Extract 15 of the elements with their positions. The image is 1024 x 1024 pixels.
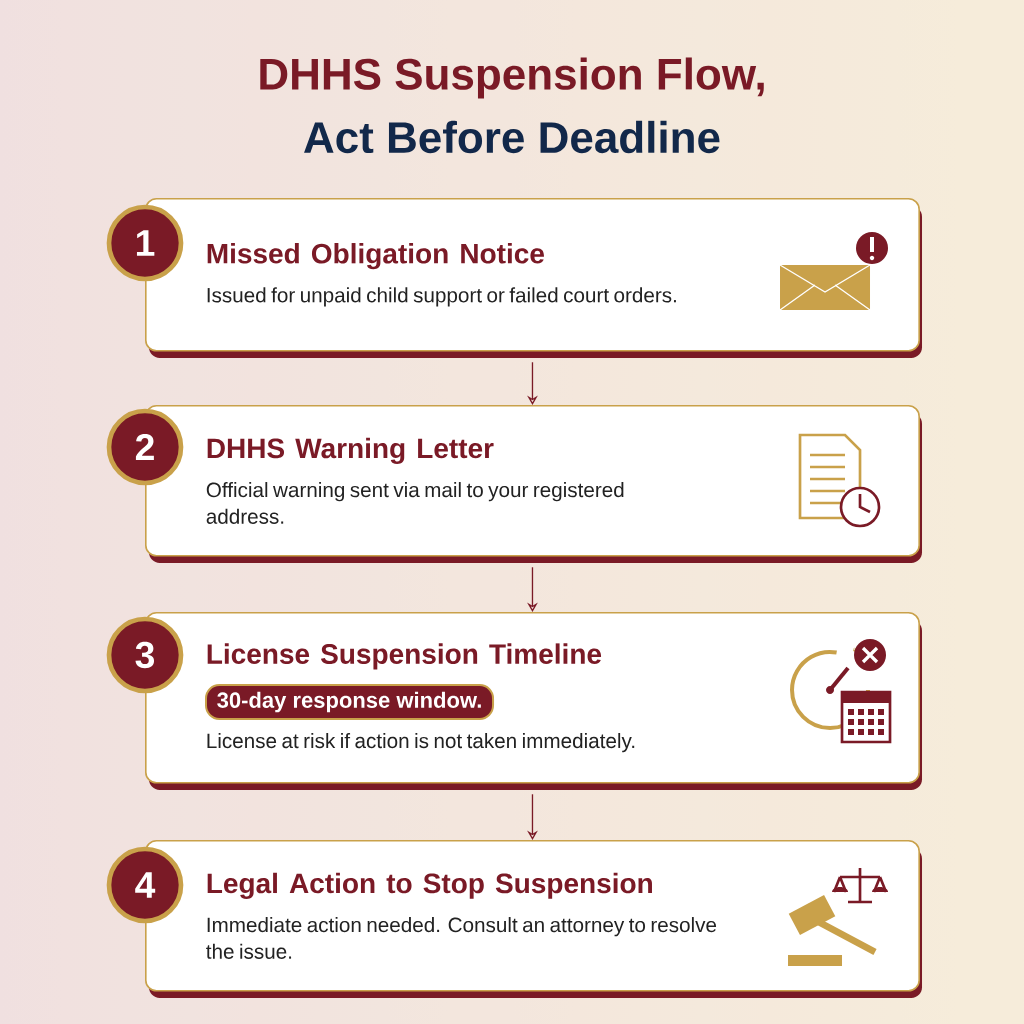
step-description: License at risk if action is not taken immediately. — [207, 733, 635, 753]
title: DHHS Suspension Flow, — [260, 57, 764, 99]
step-description: Official warning sent via mail to your registered address. — [206, 482, 624, 524]
step-description: Immediate action needed. Consult an attorney to resolve the issue. — [206, 917, 717, 959]
step-heading: License Suspension Timeline — [207, 643, 602, 670]
step-heading: Missed Obligation Notice — [207, 243, 544, 270]
step-description: Issued for unpaid child support or failed court orders. — [207, 287, 676, 307]
step-number: 2 — [106, 408, 184, 486]
step-heading: DHHS Warning Letter — [207, 437, 494, 464]
step-number: 3 — [106, 616, 184, 694]
deadline-badge: 30-day response window. — [205, 684, 495, 720]
title: Act Before Deadline — [304, 120, 720, 154]
step-heading: Legal Action to Stop Suspension — [207, 872, 652, 899]
step-number: 1 — [106, 204, 184, 282]
step-number: 4 — [106, 846, 184, 924]
